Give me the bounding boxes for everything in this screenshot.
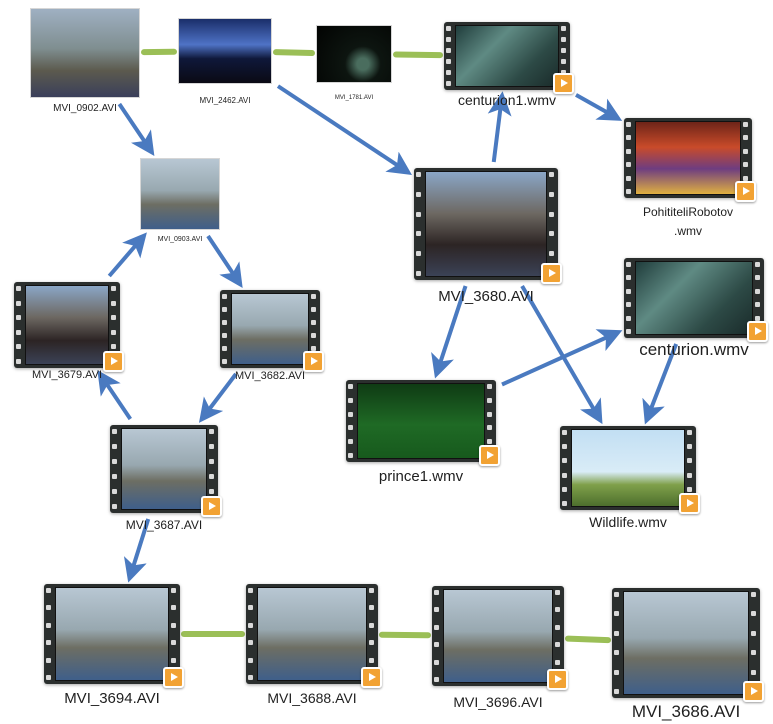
video-thumbnail — [444, 22, 574, 94]
video-thumbnail — [110, 425, 222, 517]
video-preview — [571, 429, 685, 507]
node-label: MVI_0902.AVI — [53, 103, 117, 114]
play-icon — [163, 667, 184, 688]
video-thumbnail — [246, 584, 382, 688]
image-thumbnail — [140, 158, 220, 230]
video-thumbnail — [560, 426, 700, 514]
video-preview — [121, 428, 207, 510]
film-strip-frame — [560, 426, 696, 510]
video-preview — [635, 261, 753, 335]
node-label: MVI_1781.AVI — [334, 95, 374, 101]
film-sprocket-holes — [16, 286, 23, 364]
film-strip-frame — [346, 380, 496, 462]
node-label: centurion.wmv — [639, 340, 749, 359]
video-preview — [357, 383, 485, 459]
play-icon — [541, 263, 562, 284]
node-label: MVI_2462.AVI — [199, 96, 251, 105]
play-icon — [747, 321, 768, 342]
play-icon — [201, 496, 222, 517]
film-sprocket-holes — [46, 588, 53, 680]
node-label: MVI_3679.AVI — [31, 369, 103, 381]
video-thumbnail — [624, 118, 756, 202]
video-preview — [231, 293, 309, 365]
film-strip-frame — [612, 588, 760, 698]
film-sprocket-holes — [751, 592, 758, 694]
photo-preview — [316, 25, 392, 83]
video-thumbnail — [612, 588, 764, 702]
node-label: centurion1.wmv — [457, 92, 557, 108]
video-thumbnail — [14, 282, 124, 372]
film-sprocket-holes — [434, 590, 441, 682]
play-icon — [479, 445, 500, 466]
play-icon — [553, 73, 574, 94]
film-strip-frame — [246, 584, 378, 684]
film-sprocket-holes — [348, 384, 355, 458]
video-thumbnail — [44, 584, 184, 688]
image-thumbnail — [30, 8, 140, 98]
node-label: MVI_3687.AVI — [125, 518, 203, 532]
video-thumbnail — [624, 258, 768, 342]
film-sprocket-holes — [112, 429, 119, 509]
node-label: PohititeliRobotov — [642, 205, 734, 219]
similarity-arrow — [206, 234, 243, 288]
film-strip-frame — [414, 168, 558, 280]
play-icon — [361, 667, 382, 688]
film-sprocket-holes — [614, 592, 621, 694]
node-label: MVI_3686.AVI — [631, 702, 741, 721]
photo-preview — [30, 8, 140, 98]
video-preview — [443, 589, 553, 683]
film-sprocket-holes — [626, 262, 633, 334]
play-icon — [679, 493, 700, 514]
video-thumbnail — [432, 586, 568, 690]
photo-preview — [178, 18, 272, 84]
film-strip-frame — [432, 586, 564, 686]
play-icon — [735, 181, 756, 202]
video-thumbnail — [220, 290, 324, 372]
video-preview — [455, 25, 559, 87]
film-strip-frame — [444, 22, 570, 90]
film-sprocket-holes — [248, 588, 255, 680]
node-label: MVI_0903.AVI — [157, 236, 203, 243]
node-label-extension: .wmv — [674, 224, 702, 238]
video-thumbnail — [414, 168, 562, 284]
sequence-link — [273, 49, 315, 57]
similarity-arrow — [520, 284, 603, 425]
sequence-link — [565, 635, 611, 644]
video-preview — [257, 587, 367, 681]
node-label: MVI_3694.AVI — [64, 690, 160, 707]
film-sprocket-holes — [446, 26, 453, 86]
video-preview — [623, 591, 749, 695]
film-sprocket-holes — [549, 172, 556, 276]
play-icon — [743, 681, 764, 702]
film-sprocket-holes — [562, 430, 569, 506]
image-thumbnail — [316, 25, 392, 83]
sequence-link — [393, 51, 443, 59]
film-strip-frame — [220, 290, 320, 368]
video-preview — [55, 587, 169, 681]
play-icon — [103, 351, 124, 372]
photo-preview — [140, 158, 220, 230]
film-strip-frame — [624, 118, 752, 198]
video-preview — [635, 121, 741, 195]
image-thumbnail — [178, 18, 272, 84]
play-icon — [547, 669, 568, 690]
node-label: Wildlife.wmv — [589, 514, 667, 530]
film-strip-frame — [110, 425, 218, 513]
node-label: prince1.wmv — [378, 468, 464, 485]
film-strip-frame — [624, 258, 764, 338]
video-preview — [25, 285, 109, 365]
node-label: MVI_3696.AVI — [453, 694, 543, 710]
video-thumbnail — [346, 380, 500, 466]
film-sprocket-holes — [416, 172, 423, 276]
film-sprocket-holes — [626, 122, 633, 194]
play-icon — [303, 351, 324, 372]
film-sprocket-holes — [222, 294, 229, 364]
node-label: MVI_3680.AVI — [438, 288, 534, 305]
node-label: MVI_3688.AVI — [267, 690, 357, 706]
film-strip-frame — [44, 584, 180, 684]
video-preview — [425, 171, 547, 277]
film-strip-frame — [14, 282, 120, 368]
node-label: MVI_3682.AVI — [234, 370, 306, 382]
